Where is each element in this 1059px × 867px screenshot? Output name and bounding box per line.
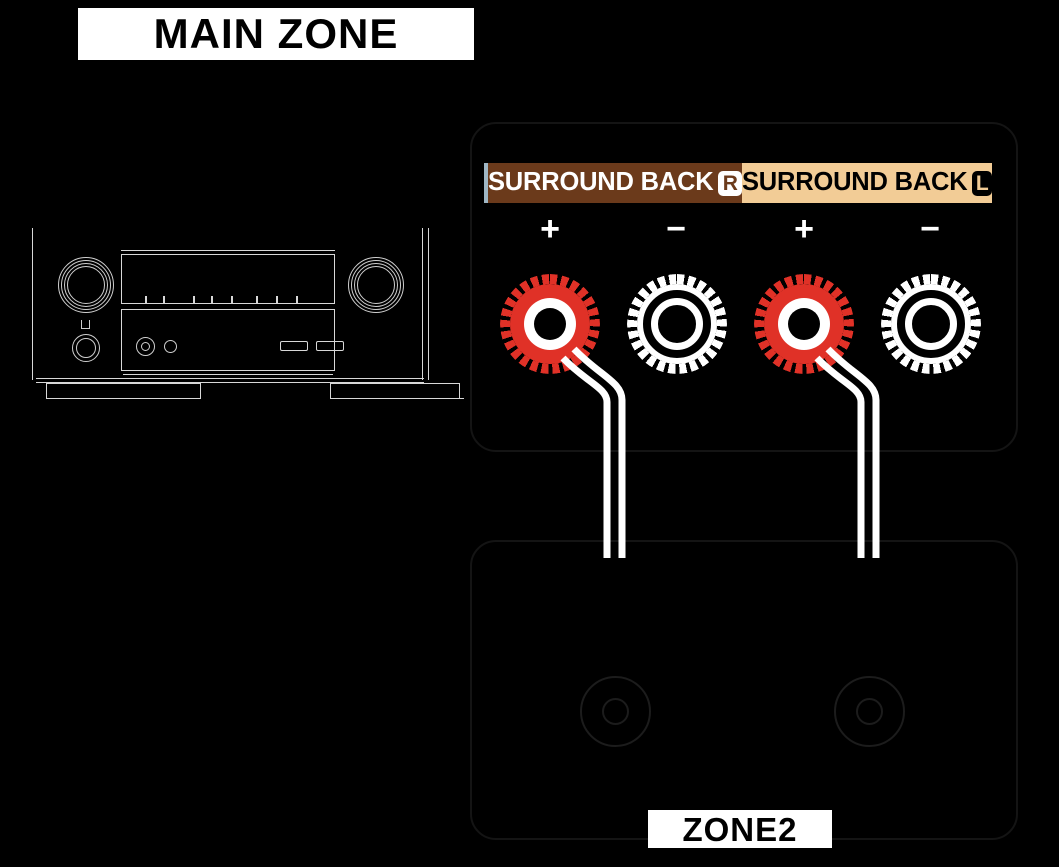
headphone-jack — [136, 337, 155, 356]
label-surround-back-left: SURROUND BACK L — [742, 163, 992, 203]
binding-post-sbr-negative[interactable] — [627, 274, 727, 374]
receiver-base-line-2 — [346, 398, 464, 399]
chassis-right-edge — [428, 228, 429, 380]
terminal-panel-outline-upper — [470, 122, 1018, 452]
surround-back-left-speaker-driver — [834, 676, 905, 747]
surround-back-right-speaker-driver — [580, 676, 651, 747]
chassis-left-edge — [32, 228, 33, 380]
polarity-mark-sbl-positive: + — [794, 210, 814, 248]
setup-mic-jack — [164, 340, 177, 353]
power-symbol-icon — [81, 320, 90, 329]
chassis-right-edge-2 — [422, 228, 423, 380]
binding-post-sbl-negative[interactable] — [881, 274, 981, 374]
display-tick — [145, 296, 147, 303]
lower-front-panel — [121, 309, 335, 371]
input-selector-knob-right — [348, 257, 404, 313]
post-collar — [651, 298, 703, 350]
zone2-label: ZONE2 — [648, 810, 832, 848]
power-button — [72, 334, 100, 362]
volume-knob-left-ring3 — [64, 263, 108, 307]
label-surround-back-right: SURROUND BACK R — [484, 163, 742, 203]
receiver-foot-right — [330, 383, 460, 399]
polarity-mark-sbl-negative: − — [920, 210, 940, 248]
channel-badge-left: L — [972, 170, 992, 196]
display-tick — [163, 296, 165, 303]
volume-knob-left-ring2 — [61, 260, 111, 310]
display-tick — [231, 296, 233, 303]
main-zone-label: MAIN ZONE — [78, 8, 474, 60]
chassis-bottom-edge-2 — [36, 382, 424, 383]
receiver-foot-left — [46, 383, 201, 399]
channel-badge-right: R — [718, 170, 742, 196]
post-cable-hole — [788, 308, 820, 340]
input-selector-knob-right-ring4 — [357, 266, 395, 304]
label-surround-back-left-text: SURROUND BACK — [742, 168, 968, 197]
volume-knob-left-ring4 — [67, 266, 105, 304]
speaker-cone-icon — [856, 698, 883, 725]
display-tick — [211, 296, 213, 303]
power-button-inner — [76, 338, 96, 358]
post-cable-hole — [534, 308, 566, 340]
usb-port — [280, 341, 308, 351]
display-tick — [256, 296, 258, 303]
terminal-label-row: SURROUND BACK R SURROUND BACK L — [484, 163, 992, 203]
panel-divider — [121, 250, 335, 251]
speaker-cone-icon — [602, 698, 629, 725]
receiver-base-line — [68, 398, 198, 399]
display-tick — [276, 296, 278, 303]
aux-input-port — [316, 341, 344, 351]
post-cable-hole — [661, 308, 693, 340]
headphone-jack-inner — [141, 342, 150, 351]
av-receiver-illustration — [28, 226, 464, 399]
binding-post-sbl-positive[interactable] — [754, 274, 854, 374]
post-cable-hole — [915, 308, 947, 340]
display-tick — [193, 296, 195, 303]
chassis-bottom-edge — [36, 378, 424, 379]
post-body — [891, 284, 971, 364]
post-collar — [905, 298, 957, 350]
post-body — [637, 284, 717, 364]
binding-post-sbr-positive[interactable] — [500, 274, 600, 374]
label-surround-back-right-text: SURROUND BACK — [488, 168, 714, 197]
input-selector-knob-right-ring3 — [354, 263, 398, 307]
polarity-mark-sbr-negative: − — [666, 210, 686, 248]
terminal-panel-outline-lower — [470, 540, 1018, 840]
input-selector-knob-right-ring2 — [351, 260, 401, 310]
panel-bottom-rail — [123, 374, 333, 375]
volume-knob-left — [58, 257, 114, 313]
display-tick — [296, 296, 298, 303]
polarity-mark-sbr-positive: + — [540, 210, 560, 248]
display-panel — [121, 254, 335, 304]
